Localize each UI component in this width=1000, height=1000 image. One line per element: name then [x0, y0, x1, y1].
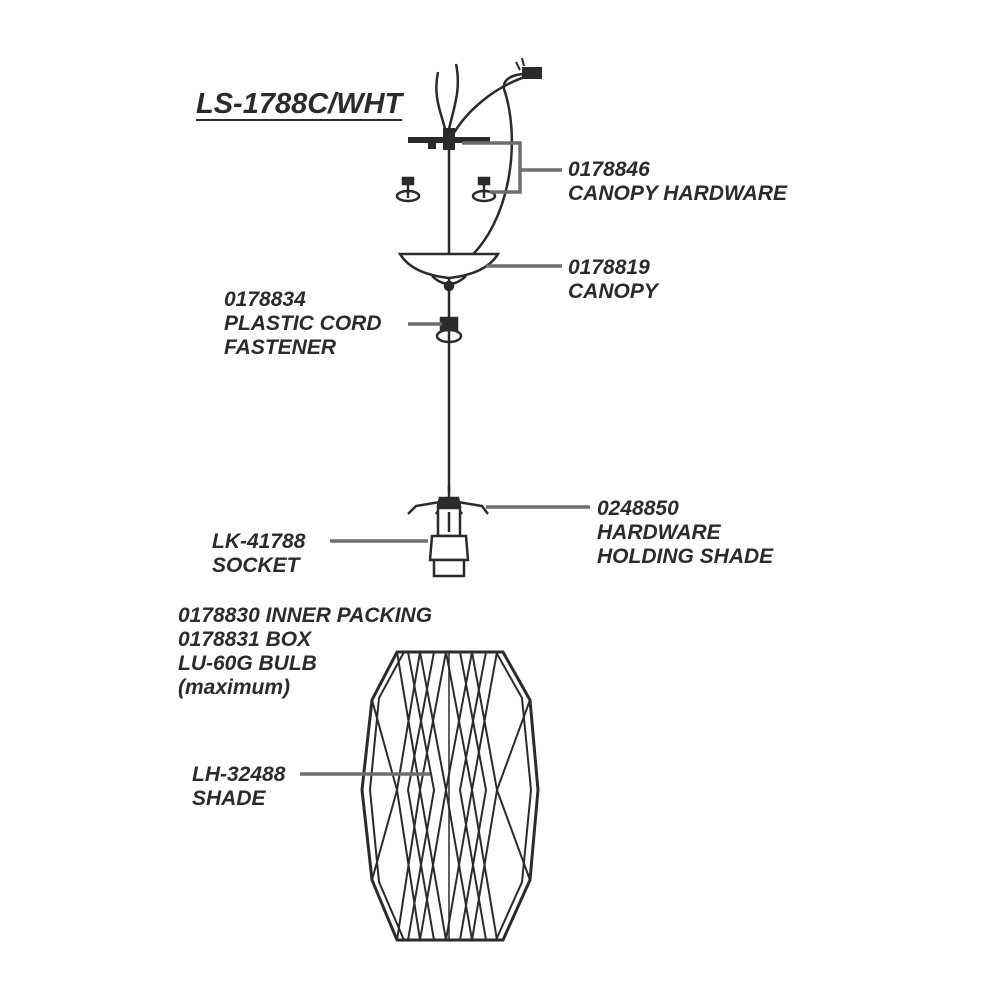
socket-icon: [428, 506, 470, 578]
cord-fastener-code: 0178834: [224, 288, 306, 311]
cord-fastener-name-1: PLASTIC CORD: [224, 312, 382, 335]
label-holding-hardware: 0248850 HARDWARE HOLDING SHADE: [597, 497, 773, 569]
label-shade: LH-32488 SHADE: [192, 763, 285, 811]
canopy-screw-left-icon: [395, 176, 421, 203]
label-cord-fastener: 0178834 PLASTIC CORD FASTENER: [224, 288, 382, 360]
label-canopy: 0178819 CANOPY: [568, 256, 658, 304]
leader-lines: [300, 141, 590, 776]
shade-lattice: [371, 651, 531, 941]
holding-hardware-code: 0248850: [597, 497, 679, 520]
shade-code: LH-32488: [192, 763, 286, 786]
label-canopy-hardware: 0178846 CANOPY HARDWARE: [568, 158, 787, 206]
holding-hardware-name-2: HOLDING SHADE: [597, 545, 774, 568]
canopy-name: CANOPY: [568, 280, 658, 303]
shade-icon: [360, 650, 540, 942]
cord-fastener-icon: [435, 316, 463, 344]
inner-packing-text: 0178830 INNER PACKING: [178, 604, 433, 627]
holding-hardware-name-1: HARDWARE: [597, 521, 721, 544]
canopy-icon: [397, 252, 501, 292]
box-text: 0178831 BOX: [178, 628, 312, 651]
cord-fastener-name-2: FASTENER: [224, 336, 337, 359]
leader-canopy-hardware: [462, 141, 522, 194]
model-number-title: LS-1788C/WHT: [196, 88, 403, 120]
bulb-text: LU-60G BULB: [178, 652, 317, 675]
socket-name: SOCKET: [212, 554, 300, 577]
canopy-screw-right-icon: [471, 176, 497, 203]
shade-name: SHADE: [192, 787, 266, 810]
wire-connector-icon: [515, 57, 542, 79]
label-socket: LK-41788 SOCKET: [212, 530, 305, 578]
canopy-code: 0178819: [568, 256, 650, 279]
canopy-hardware-code: 0178846: [568, 158, 650, 181]
bulb-note-text: (maximum): [178, 676, 291, 699]
label-packing: 0178830 INNER PACKING 0178831 BOX LU-60G…: [178, 604, 432, 700]
socket-code: LK-41788: [212, 530, 306, 553]
mounting-bar: [408, 128, 490, 150]
canopy-hardware-name: CANOPY HARDWARE: [568, 182, 787, 205]
